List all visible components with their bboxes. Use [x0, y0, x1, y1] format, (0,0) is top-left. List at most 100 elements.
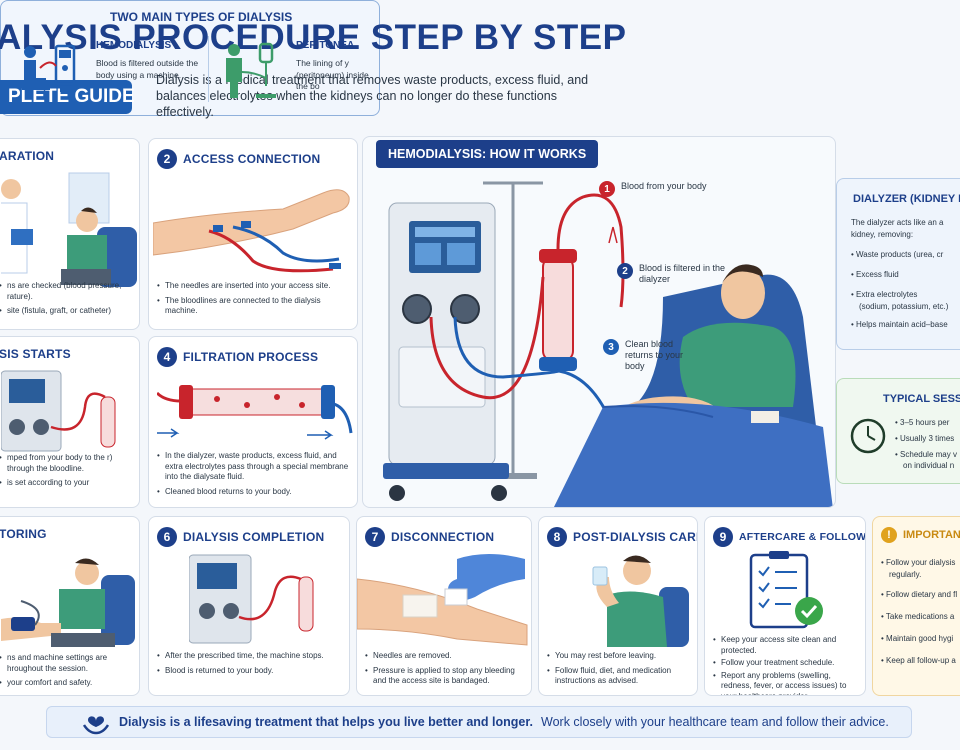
step-5-title: TORING	[0, 527, 47, 541]
step-7-card: 7 DISCONNECTION Needles are removed. Pre…	[356, 516, 532, 696]
important-item: • Follow dietary and fl	[881, 590, 958, 599]
callout-blood-filtered: 2 Blood is filtered in the dialyzer	[617, 263, 727, 285]
session-item: • 3–5 hours per	[895, 418, 950, 427]
clock-icon	[850, 418, 886, 454]
step-6-bullet: After the prescribed time, the machine s…	[157, 651, 343, 662]
important-card: ! IMPORTAN • Follow your dialysis regula…	[872, 516, 960, 696]
checklist-icon	[749, 551, 823, 629]
step-1-bullets: ns are checked (blood pressure, rature).…	[0, 281, 133, 321]
step-2-card: 2 ACCESS CONNECTION The needles are inse…	[148, 138, 358, 330]
footer-text: Work closely with your healthcare team a…	[541, 715, 889, 729]
dialyzer-item: • Extra electrolytes	[851, 290, 918, 299]
dialysis-machine-small-illustration	[1, 370, 116, 452]
step-4-bullets: In the dialyzer, waste products, excess …	[157, 451, 351, 501]
step-1-bullet: site (fistula, graft, or catheter)	[0, 306, 133, 317]
peritoneal-icon	[226, 42, 276, 98]
monitoring-illustration	[1, 558, 135, 647]
session-item: on individual n	[903, 461, 955, 470]
callout-clean-blood: 3 Clean blood returns to your body	[603, 339, 693, 372]
step-5-bullet: your comfort and safety.	[0, 678, 133, 689]
footer-bold-text: Dialysis is a lifesaving treatment that …	[119, 715, 534, 729]
callout-2-number: 2	[617, 263, 633, 279]
step-9-bullet: Follow your treatment schedule.	[713, 658, 859, 669]
typical-session-card: TYPICAL SESSIO • 3–5 hours per • Usually…	[836, 378, 960, 484]
dialysis-completion-illustration	[189, 554, 314, 644]
step-8-header: 8 POST-DIALYSIS CARE	[547, 527, 697, 547]
step-3-bullets: mped from your body to the r) through th…	[0, 453, 133, 493]
callout-1-number: 1	[599, 181, 615, 197]
step-2-bullet: The bloodlines are connected to the dial…	[157, 296, 351, 317]
step-4-header: 4 FILTRATION PROCESS	[157, 347, 318, 367]
dialyzer-item: (sodium, potassium, etc.)	[859, 302, 949, 311]
guide-badge: PLETE GUIDE	[0, 80, 135, 114]
step-7-title: DISCONNECTION	[391, 530, 495, 544]
step-8-bullet: You may rest before leaving.	[547, 651, 691, 662]
step-8-card: 8 POST-DIALYSIS CARE You may rest before…	[538, 516, 698, 696]
step-4-title: FILTRATION PROCESS	[183, 350, 319, 364]
step-5-header: TORING	[0, 527, 47, 541]
step-8-bullet: Follow fluid, diet, and medication instr…	[547, 666, 691, 687]
types-panel: TWO MAIN TYPES OF DIALYSIS HEMODIALYSIS …	[0, 0, 380, 116]
step-7-header: 7 DISCONNECTION	[365, 527, 494, 547]
step-1-bullet: ns are checked (blood pressure, rature).	[0, 281, 133, 302]
how-it-works-panel: 1 Blood from your body 2 Blood is filter…	[362, 136, 836, 508]
session-item: • Usually 3 times	[895, 434, 955, 443]
callout-blood-from-body: 1 Blood from your body	[599, 181, 709, 197]
preparation-illustration	[1, 172, 137, 287]
types-title: TWO MAIN TYPES OF DIALYSIS	[110, 10, 293, 24]
step-9-bullet: Report any problems (swelling, redness, …	[713, 671, 859, 696]
step-1-header: ARATION	[0, 149, 54, 163]
step-8-bullets: You may rest before leaving. Follow flui…	[547, 651, 691, 691]
step-2-number: 2	[157, 149, 177, 169]
step-6-card: 6 DIALYSIS COMPLETION After the prescrib…	[148, 516, 350, 696]
step-7-bullets: Needles are removed. Pressure is applied…	[365, 651, 525, 691]
step-3-header: SIS STARTS	[0, 347, 71, 361]
step-7-number: 7	[365, 527, 385, 547]
important-item: regularly.	[889, 570, 922, 579]
callout-3-text: Clean blood returns to your body	[625, 339, 684, 371]
important-item: • Maintain good hygi	[881, 634, 954, 643]
disconnection-illustration	[357, 554, 528, 646]
step-4-number: 4	[157, 347, 177, 367]
post-dialysis-illustration	[592, 555, 689, 647]
step-6-number: 6	[157, 527, 177, 547]
hemo-title: HEMODIALYSIS	[96, 40, 172, 51]
step-9-bullets: Keep your access site clean and protecte…	[713, 635, 859, 696]
important-item: • Keep all follow-up a	[881, 656, 956, 665]
step-2-title: ACCESS CONNECTION	[183, 152, 321, 166]
callout-1-text: Blood from your body	[621, 181, 707, 191]
step-1-card: ARATION ns are checked (blood pressure, …	[0, 138, 140, 330]
step-3-bullet: mped from your body to the r) through th…	[0, 453, 133, 474]
step-4-bullet: In the dialyzer, waste products, excess …	[157, 451, 351, 483]
peri-title: PERITONEA	[296, 40, 355, 51]
callout-3-number: 3	[603, 339, 619, 355]
step-4-bullet: Cleaned blood returns to your body.	[157, 487, 351, 498]
warning-icon: !	[881, 527, 897, 543]
step-9-bullet: Keep your access site clean and protecte…	[713, 635, 859, 656]
hemodialysis-icon	[22, 44, 76, 92]
step-7-bullet: Pressure is applied to stop any bleeding…	[365, 666, 525, 687]
footer-banner: Dialysis is a lifesaving treatment that …	[46, 706, 912, 738]
step-9-header: 9 AFTERCARE & FOLLOW-UP	[713, 527, 866, 547]
step-8-number: 8	[547, 527, 567, 547]
callout-2-text: Blood is filtered in the dialyzer	[639, 263, 726, 284]
dialyzer-card: DIALYZER (KIDNEY FILT The dialyzer acts …	[836, 178, 960, 350]
step-7-bullet: Needles are removed.	[365, 651, 525, 662]
peri-text: The lining of y (peritoneum) inside the …	[296, 58, 369, 91]
step-3-title: SIS STARTS	[0, 347, 71, 361]
dialyzer-intro-2: kidney, removing:	[851, 230, 914, 239]
step-6-bullets: After the prescribed time, the machine s…	[157, 651, 343, 680]
session-item: • Schedule may v	[895, 450, 957, 459]
filtration-illustration	[157, 385, 353, 440]
hemodialysis-scene-illustration	[383, 181, 833, 507]
important-item: • Take medications a	[881, 612, 955, 621]
step-9-card: 9 AFTERCARE & FOLLOW-UP Keep your access…	[704, 516, 866, 696]
step-6-bullet: Blood is returned to your body.	[157, 666, 343, 677]
step-5-bullet: ns and machine settings are hroughout th…	[0, 653, 133, 674]
step-3-bullet: is set according to your	[0, 478, 133, 489]
step-6-header: 6 DIALYSIS COMPLETION	[157, 527, 324, 547]
page-title: ALYSIS PROCEDURE STEP BY STEP	[0, 18, 627, 57]
step-2-header: 2 ACCESS CONNECTION	[157, 149, 320, 169]
step-9-title: AFTERCARE & FOLLOW-UP	[739, 531, 866, 543]
hemo-text: Blood is filtered outside the body using…	[96, 58, 199, 80]
